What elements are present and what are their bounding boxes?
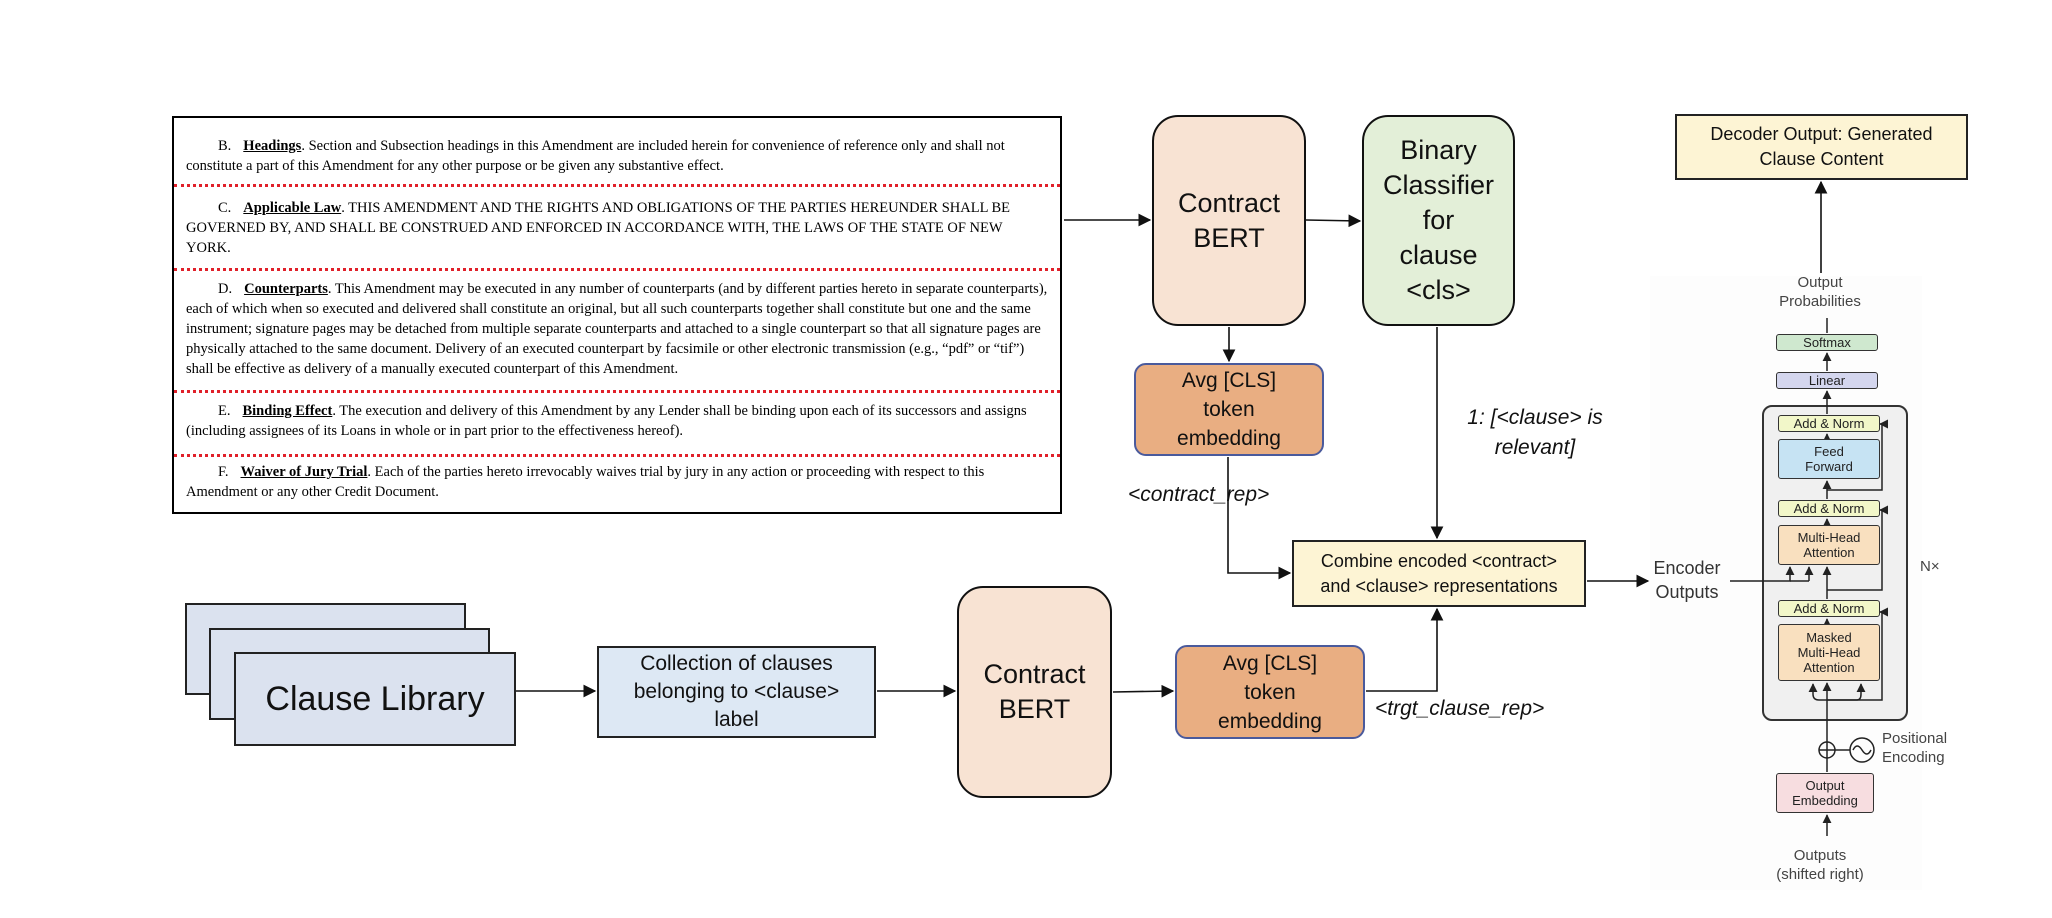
block-label: (shifted right): [1776, 866, 1864, 883]
clause-letter: D.: [218, 281, 233, 297]
avg-cls-embedding-top: Avg [CLS] token embedding: [1134, 363, 1324, 456]
clause-heading: Applicable Law: [243, 200, 342, 216]
block-label: Output: [1797, 274, 1843, 291]
clause-separator: [174, 454, 1060, 457]
node-label: embedding: [1218, 709, 1322, 733]
clause-e: E. Binding Effect. The execution and deli…: [186, 401, 1048, 441]
output-probabilities-label: Output Probabilities: [1750, 273, 1890, 311]
block-label: Multi-Head: [1797, 530, 1861, 545]
block-label: Outputs: [1793, 847, 1847, 864]
clause-separator: [174, 268, 1060, 271]
edge-label: relevant]: [1494, 436, 1576, 459]
block-label: Masked: [1806, 630, 1852, 645]
block-label: Multi-Head: [1797, 645, 1861, 660]
softmax-block: Softmax: [1776, 334, 1878, 351]
clause-f: F. Waiver of Jury Trial. Each of the part…: [186, 462, 1048, 502]
positional-encoding-label: Positional Encoding: [1882, 729, 1962, 767]
node-label: for: [1422, 205, 1455, 235]
node-label: BERT: [998, 694, 1071, 724]
node-label: Collection of clauses: [640, 652, 833, 675]
clause-collection: Collection of clauses belonging to <claus…: [597, 646, 876, 738]
contract-rep-label: <contract_rep>: [1128, 483, 1270, 506]
block-label: Feed: [1814, 444, 1844, 459]
clause-c: C. Applicable Law. THIS AMENDMENT AND THE…: [186, 198, 1048, 258]
block-label: Attention: [1803, 660, 1855, 675]
clause-text: . This Amendment may be executed in any …: [186, 281, 1048, 377]
clause-d: D. Counterparts. This Amendment may be ex…: [186, 279, 1048, 379]
block-label: Output: [1805, 778, 1845, 793]
clause-separator: [174, 184, 1060, 187]
clause-text: . Section and Subsection headings in thi…: [186, 138, 1005, 174]
clause-letter: F.: [218, 464, 229, 480]
node-label: Outputs: [1655, 582, 1719, 602]
clause-letter: C.: [218, 200, 232, 216]
add-norm-block: Add & Norm: [1778, 600, 1880, 617]
trgt-clause-rep-label: <trgt_clause_rep>: [1375, 697, 1545, 720]
node-label: Avg [CLS]: [1181, 369, 1277, 392]
outputs-shifted-right-label: Outputs (shifted right): [1750, 846, 1890, 884]
node-label: Decoder Output: Generated: [1710, 124, 1933, 144]
node-label: Clause Library: [265, 679, 485, 718]
clause-heading: Binding Effect: [242, 403, 333, 419]
node-label: embedding: [1177, 427, 1281, 450]
block-label: Probabilities: [1779, 293, 1861, 310]
clause-library: Clause Library: [234, 652, 516, 746]
add-norm-block: Add & Norm: [1778, 500, 1880, 517]
node-label: Avg [CLS]: [1222, 651, 1318, 675]
node-label: Contract: [1177, 187, 1281, 218]
node-label: BERT: [1193, 222, 1265, 253]
node-label: Clause Content: [1759, 149, 1884, 169]
node-label: label: [714, 708, 759, 731]
clause-heading: Counterparts: [244, 281, 328, 297]
node-label: and <clause> representations: [1320, 575, 1558, 596]
node-label: Binary: [1400, 135, 1477, 165]
add-norm-block: Add & Norm: [1778, 415, 1880, 432]
node-label: belonging to <clause>: [633, 680, 840, 703]
encoder-outputs-label: Encoder Outputs: [1647, 556, 1727, 604]
node-label: token: [1244, 680, 1296, 704]
clause-text: . The execution and delivery of this Ame…: [186, 403, 1027, 439]
linear-block: Linear: [1776, 372, 1878, 389]
clause-separator: [174, 390, 1060, 393]
clause-text: . THIS AMENDMENT AND THE RIGHTS AND OBLI…: [186, 200, 1011, 256]
clause-heading: Waiver of Jury Trial: [240, 464, 368, 480]
block-label: Positional: [1882, 730, 1948, 747]
node-label: token: [1203, 398, 1255, 421]
contract-document: B. Headings. Section and Subsection headi…: [172, 116, 1062, 514]
node-label: clause: [1399, 240, 1478, 270]
clause-letter: E.: [218, 403, 231, 419]
node-label: <cls>: [1406, 275, 1471, 305]
node-label: Combine encoded <contract>: [1320, 550, 1558, 571]
block-label: Encoding: [1882, 749, 1945, 766]
edge-label: 1: [<clause> is: [1467, 406, 1603, 429]
block-label: Forward: [1805, 459, 1853, 474]
node-label: Encoder: [1653, 558, 1721, 578]
clause-relevant-label: 1: [<clause> is relevant]: [1450, 403, 1620, 463]
node-label: Contract: [983, 659, 1086, 689]
clause-b: B. Headings. Section and Subsection headi…: [186, 136, 1048, 176]
clause-text: . Each of the parties hereto irrevocably…: [186, 464, 985, 500]
layer-repeat-label: N×: [1920, 558, 1940, 575]
node-label: Classifier: [1382, 170, 1495, 200]
combine-representations: Combine encoded <contract> and <clause> r…: [1292, 540, 1586, 607]
clause-heading: Headings: [243, 138, 302, 154]
block-label: Attention: [1803, 545, 1855, 560]
binary-classifier: Binary Classifier for clause <cls>: [1362, 115, 1515, 326]
avg-cls-embedding-bottom: Avg [CLS] token embedding: [1175, 645, 1365, 739]
clause-letter: B.: [218, 138, 232, 154]
block-label: Embedding: [1792, 793, 1858, 808]
